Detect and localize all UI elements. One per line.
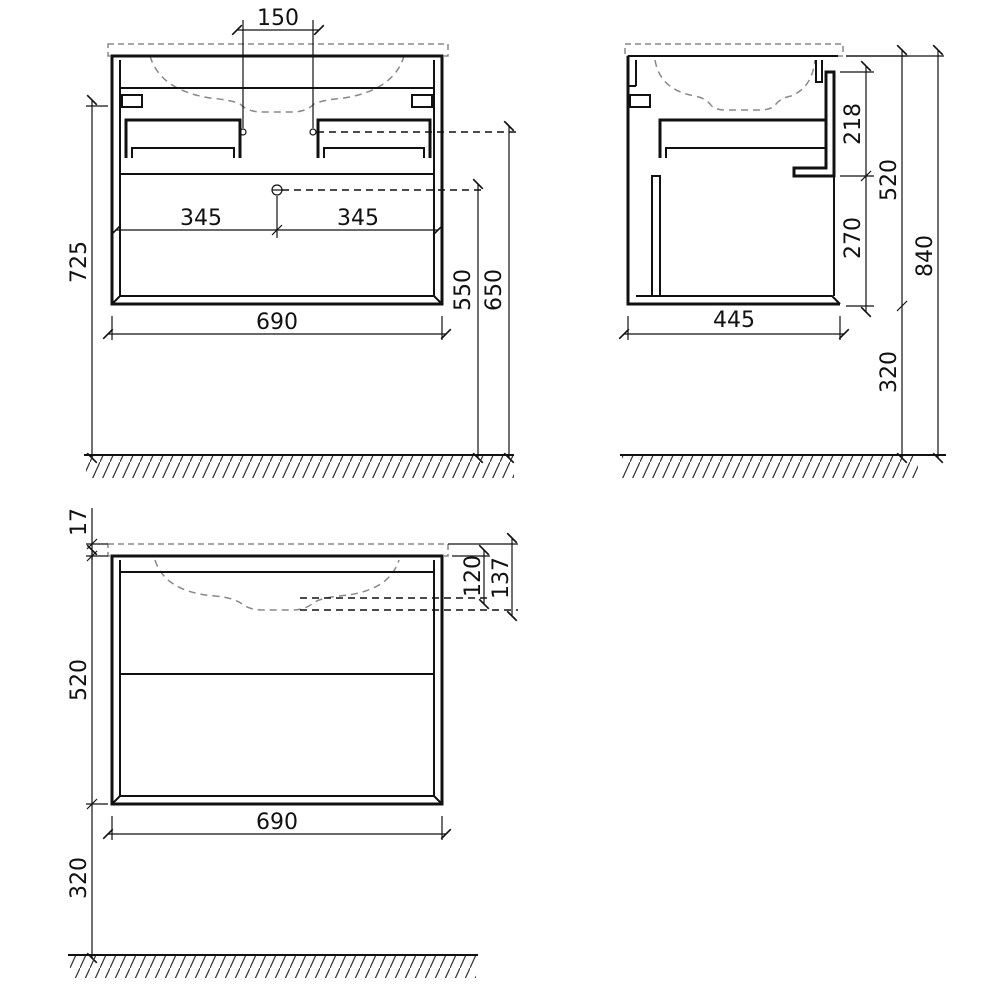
- basin-outline: [654, 59, 816, 111]
- dim-345-left: 345: [180, 206, 222, 231]
- dim-690: 690: [256, 810, 298, 835]
- tap-hole-icon: [309, 128, 317, 136]
- drawer-frame-right: [316, 118, 432, 158]
- drawer-frame-side: [658, 118, 826, 158]
- dim-445: 445: [713, 308, 755, 333]
- side-view: 445 218 270 520 320 840: [618, 43, 946, 478]
- dim-120: 120: [461, 555, 486, 597]
- dim-270: 270: [841, 217, 866, 259]
- drawer-frame-left: [124, 118, 242, 158]
- dim-150: 150: [257, 6, 299, 31]
- dim-345-right: 345: [337, 206, 379, 231]
- basin-outline: [149, 55, 405, 113]
- floor-hatch: [86, 456, 514, 478]
- dim-520: 520: [67, 659, 92, 701]
- dim-17: 17: [67, 508, 92, 536]
- dim-320: 320: [67, 857, 92, 899]
- dim-320: 320: [877, 351, 902, 393]
- dim-690: 690: [256, 310, 298, 335]
- tap-hole-icon: [239, 128, 247, 136]
- dim-137: 137: [489, 557, 514, 599]
- front-open-view: 150 345 345 690 725 550 650: [67, 6, 516, 478]
- dim-725: 725: [67, 241, 92, 283]
- dim-650: 650: [482, 269, 507, 311]
- countertop: [107, 43, 449, 57]
- floor-hatch: [70, 956, 476, 978]
- basin-outline: [154, 559, 400, 611]
- dim-218: 218: [841, 103, 866, 145]
- countertop: [107, 543, 449, 557]
- countertop: [624, 43, 844, 57]
- dim-550: 550: [451, 269, 476, 311]
- cabinet-body: [110, 554, 444, 806]
- floor-hatch: [622, 456, 918, 478]
- dim-840: 840: [913, 235, 938, 277]
- cabinet-body: [110, 54, 444, 306]
- dim-520: 520: [877, 159, 902, 201]
- front-closed-view: 120 137 17 520 320 690: [67, 508, 518, 978]
